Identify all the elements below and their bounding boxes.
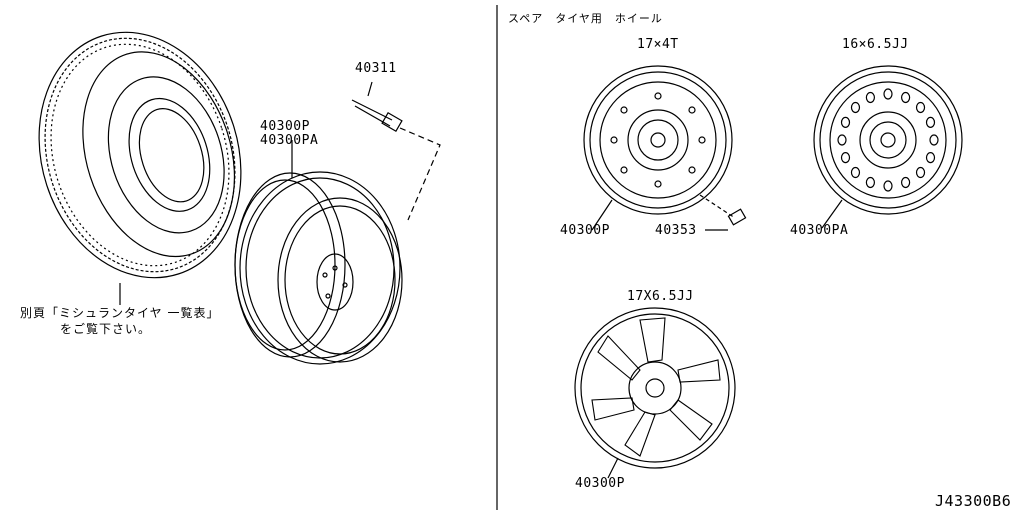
vent-hole [901, 176, 911, 189]
part-number-40311: 40311 [355, 61, 397, 76]
vent-hole [850, 166, 861, 179]
vent-hole [901, 91, 911, 104]
diagram-code: J43300B6 [935, 492, 1012, 510]
vent-hole [865, 176, 875, 189]
vent-hole [837, 134, 847, 146]
wheel-17x6-5jj-drawing [574, 307, 736, 479]
wheel-17x4t-drawing [583, 65, 747, 231]
vent-hole [865, 91, 875, 104]
valve-drawing [351, 81, 441, 221]
ornament-part: 40353 [655, 223, 697, 238]
wheel-16x6-5jj-drawing [813, 65, 963, 229]
part-number-40300p: 40300P [260, 119, 310, 134]
wheel-b-part: 40300PA [790, 223, 849, 238]
section-title: スペア タイヤ用 ホイール [508, 12, 663, 25]
tire-note-line2: をご覧下さい。 [60, 322, 152, 336]
wheel-c-size: 17X6.5JJ [627, 289, 694, 304]
vent-hole [840, 152, 851, 164]
steel-wheel-drawing [234, 140, 403, 365]
wheel-a-part: 40300P [560, 223, 610, 238]
vent-hole [915, 166, 926, 179]
tire-note-line1: 別頁「ミシュランタイヤ 一覧表」 [20, 306, 220, 320]
wheel-a-size: 17×4T [637, 37, 679, 52]
wheel-b-size: 16×6.5JJ [842, 37, 909, 52]
vent-hole [883, 180, 893, 192]
wheel-c-part: 40300P [575, 476, 625, 491]
vent-hole [883, 88, 893, 100]
vent-hole [925, 116, 936, 128]
vent-hole [840, 116, 851, 128]
part-number-40300pa: 40300PA [260, 133, 319, 148]
vent-hole [925, 152, 936, 164]
vent-hole [915, 101, 926, 114]
vent-hole [929, 134, 939, 146]
vent-hole [850, 101, 861, 114]
tire-drawing [38, 31, 242, 279]
